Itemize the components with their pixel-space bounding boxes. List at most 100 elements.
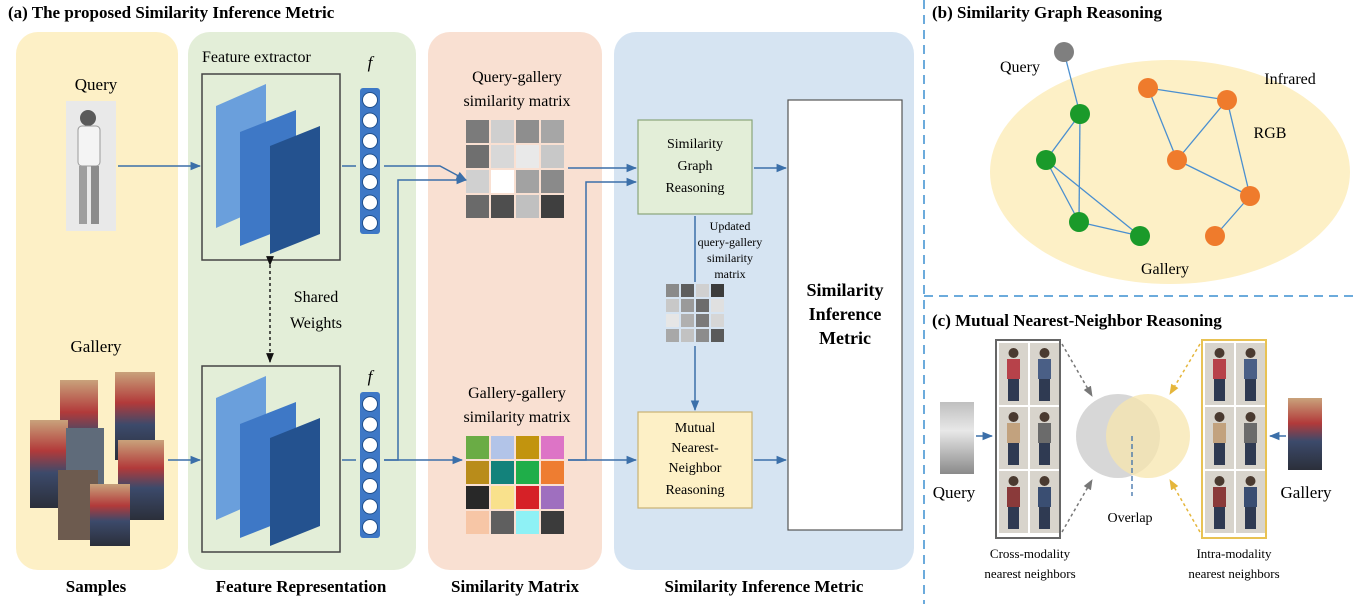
mnn-query-image bbox=[940, 402, 974, 474]
matrix-cell bbox=[491, 461, 514, 484]
matrix-cell bbox=[541, 436, 564, 459]
matrix-cell bbox=[491, 436, 514, 459]
graph-query-label: Query bbox=[1000, 59, 1040, 76]
matrix-cell bbox=[541, 170, 564, 193]
graph-gallery-label: Gallery bbox=[1141, 261, 1189, 278]
sim-box-label-1: Similarity bbox=[807, 280, 884, 300]
neighbor-head bbox=[1245, 348, 1256, 358]
feature-cell bbox=[362, 112, 378, 129]
intra-to-venn-arrow-2 bbox=[1169, 479, 1201, 533]
feature-cell bbox=[362, 133, 378, 149]
matrix-cell bbox=[711, 299, 724, 312]
mnnr-label-3: Neighbor bbox=[669, 461, 722, 476]
qg-matrix-label-2: similarity matrix bbox=[463, 93, 570, 110]
matrix-cell bbox=[491, 486, 514, 509]
sgr-box bbox=[637, 119, 753, 215]
neighbor-torso bbox=[1007, 423, 1020, 443]
matrix-cell bbox=[541, 486, 564, 509]
neighbor-torso bbox=[1038, 359, 1051, 379]
matrix-cell bbox=[466, 511, 489, 534]
mnnr-label-1: Mutual bbox=[675, 421, 716, 436]
neighbor-head bbox=[1039, 412, 1050, 422]
graph-orange-nodes bbox=[1138, 78, 1260, 246]
neighbor-head bbox=[1245, 412, 1256, 422]
updated-label-3: similarity bbox=[707, 251, 753, 265]
matrix-cell bbox=[466, 195, 489, 218]
matrix-cell bbox=[681, 329, 694, 342]
feature-vector-bottom bbox=[360, 392, 380, 538]
neighbor-torso bbox=[1038, 423, 1051, 443]
matrix-cell bbox=[711, 314, 724, 327]
matrix-cell bbox=[516, 120, 539, 143]
cross-modality-grid bbox=[999, 343, 1059, 533]
graph-ellipse bbox=[990, 60, 1350, 284]
intra-modality-grid bbox=[1205, 343, 1265, 533]
graph-infrared-label: Infrared bbox=[1264, 71, 1316, 88]
neighbor-torso bbox=[1213, 359, 1226, 379]
matrix-cell bbox=[666, 329, 679, 342]
matrix-cell bbox=[666, 299, 679, 312]
neighbor-head bbox=[1008, 348, 1019, 358]
matrix-cell bbox=[681, 284, 694, 297]
mnn-query-label: Query bbox=[933, 483, 976, 502]
metric-column-label: Similarity Inference Metric bbox=[665, 577, 864, 596]
neighbor-torso bbox=[1244, 359, 1257, 379]
intra-modality-frame bbox=[1201, 339, 1267, 539]
neighbor-legs bbox=[1245, 443, 1256, 465]
cross-modality-frame bbox=[995, 339, 1061, 539]
cnn-layers-bottom bbox=[216, 376, 320, 546]
mnn-gallery-image bbox=[1288, 398, 1322, 470]
feature-cell bbox=[362, 478, 378, 494]
gg-matrix-label-1: Gallery-gallery bbox=[468, 385, 566, 402]
neighbor-legs bbox=[1039, 507, 1050, 529]
matrix-cell bbox=[681, 314, 694, 327]
sgr-label-3: Reasoning bbox=[665, 181, 724, 196]
matrix-cell bbox=[711, 329, 724, 342]
matrix-cell bbox=[541, 120, 564, 143]
matrix-cell bbox=[681, 299, 694, 312]
neighbor-torso bbox=[1213, 487, 1226, 507]
query-label: Query bbox=[75, 75, 118, 94]
matrix-cell bbox=[516, 170, 539, 193]
matrix-cell bbox=[541, 195, 564, 218]
matrix-cell bbox=[466, 120, 489, 143]
matrix-cell bbox=[466, 170, 489, 193]
gg-matrix-label-2: similarity matrix bbox=[463, 409, 570, 426]
graph-green-nodes bbox=[1036, 104, 1150, 246]
feature-cell bbox=[362, 498, 378, 515]
neighbor-head bbox=[1008, 476, 1019, 486]
intra-label-1: Intra-modality bbox=[1196, 546, 1272, 561]
feature-extractor-label: Feature extractor bbox=[202, 49, 312, 66]
matrix-cell bbox=[696, 284, 709, 297]
sgr-label-1: Similarity bbox=[667, 137, 723, 152]
gallery-images bbox=[30, 372, 164, 546]
neighbor-torso bbox=[1007, 487, 1020, 507]
sim-box bbox=[787, 99, 903, 531]
neighbor-torso bbox=[1038, 487, 1051, 507]
matrix-column-bg bbox=[428, 32, 602, 570]
neighbor-legs bbox=[1039, 443, 1050, 465]
feature-cell bbox=[362, 92, 378, 108]
feature-cell bbox=[362, 215, 378, 231]
matrix-cell bbox=[666, 284, 679, 297]
updated-label-4: matrix bbox=[714, 267, 745, 281]
feature-symbol-bottom: f bbox=[368, 367, 375, 386]
matrix-cell bbox=[516, 436, 539, 459]
neighbor-head bbox=[1039, 476, 1050, 486]
neighbor-legs bbox=[1008, 443, 1019, 465]
neighbor-torso bbox=[1244, 423, 1257, 443]
neighbor-legs bbox=[1039, 379, 1050, 401]
matrix-cell bbox=[711, 284, 724, 297]
neighbor-head bbox=[1214, 476, 1225, 486]
matrix-column-label: Similarity Matrix bbox=[451, 577, 579, 596]
matrix-cell bbox=[541, 461, 564, 484]
matrix-cell bbox=[516, 486, 539, 509]
graph-edges bbox=[1045, 51, 1251, 237]
neighbor-torso bbox=[1213, 423, 1226, 443]
query-image bbox=[66, 101, 116, 231]
neighbor-legs bbox=[1008, 379, 1019, 401]
neighbor-head bbox=[1245, 476, 1256, 486]
neighbor-head bbox=[1008, 412, 1019, 422]
neighbor-legs bbox=[1214, 507, 1225, 529]
